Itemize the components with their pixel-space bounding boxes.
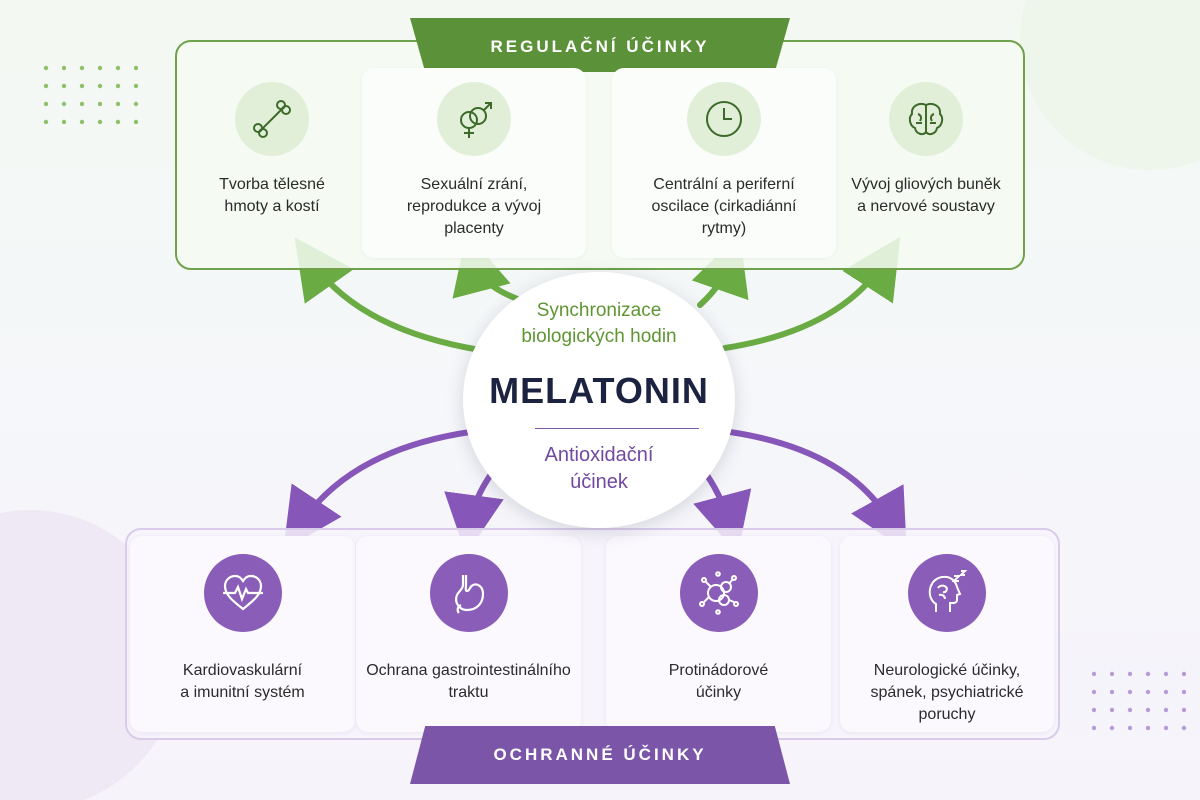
decor-dot [1145,689,1151,695]
card-neurological: Neurologické účinky, spánek, psychiatric… [840,536,1054,732]
decor-dot [1163,707,1169,713]
decor-dot [1109,689,1115,695]
decor-dot [133,65,139,71]
decor-dot [61,119,67,125]
decor-dot [1109,707,1115,713]
card-label: Vývoj gliových buněk a nervové soustavy [851,176,1001,215]
decor-dot [1145,671,1151,677]
decor-dot [43,101,49,107]
heart-pulse-icon [203,554,282,632]
card-antitumor: Protinádorové účinky [606,536,831,732]
arrow-to-brain [722,236,901,351]
brain-icon [889,82,963,156]
decor-dot [1127,689,1133,695]
gender-symbols-icon [437,82,511,156]
decor-dot [97,65,103,71]
decor-dot [115,83,121,89]
dot-grid-purple [1091,671,1187,731]
decor-dot [1091,707,1097,713]
decor-dot [61,101,67,107]
protective-effects-banner: OCHRANNÉ ÚČINKY [410,726,790,784]
decor-dot [1109,671,1115,677]
decor-dot [1145,725,1151,731]
card-circadian-rhythms: Centrální a periferní oscilace (cirkadiá… [612,68,836,258]
card-cardiovascular: Kardiovaskulární a imunitní systém [130,536,355,732]
card-label: Sexuální zrání, reprodukce a vývoj place… [406,176,542,237]
decor-dot [61,65,67,71]
melatonin-center-circle: Synchronizace biologických hodin MELATON… [463,272,735,528]
card-glial-development: Vývoj gliových buněk a nervové soustavy [828,68,1024,258]
decor-dot [1181,689,1187,695]
card-bone-formation: Tvorba tělesné hmoty a kostí [172,68,372,258]
card-label: Kardiovaskulární a imunitní systém [180,662,305,701]
decor-dot [1181,707,1187,713]
card-label: Tvorba tělesné hmoty a kostí [219,176,325,215]
arrow-to-heart [283,429,473,550]
decor-dot [97,119,103,125]
decor-dot [115,65,121,71]
card-label: Protinádorové účinky [668,662,769,701]
decor-dot [97,101,103,107]
arrow-to-bone [294,237,483,353]
decor-dot [79,65,85,71]
decor-dot [1181,671,1187,677]
cells-icon [679,554,758,632]
decor-dot [1127,725,1133,731]
dot-grid-green [43,65,139,125]
decor-dot [115,101,121,107]
card-label: Ochrana gastrointestinálního traktu [366,662,571,701]
card-label: Centrální a periferní oscilace (cirkadiá… [651,176,797,237]
decor-dot [79,119,85,125]
decor-dot [1181,725,1187,731]
bone-icon [235,82,309,156]
decor-dot [1127,707,1133,713]
regulatory-effects-box [175,40,1025,270]
synchronization-text: Synchronizace biologických hodin [521,300,677,347]
sleeping-head-icon [908,554,986,632]
decor-dot [1145,707,1151,713]
decor-dot [133,119,139,125]
decor-dot [133,101,139,107]
decor-dot [43,83,49,89]
decor-dot [79,101,85,107]
decor-dot [133,83,139,89]
decor-dot [79,83,85,89]
decor-dot [1163,671,1169,677]
decor-dot [115,119,121,125]
antioxidant-text: Antioxidační účinek [544,444,654,493]
arrow-to-head [727,429,907,552]
decor-dot [1091,725,1097,731]
center-divider [535,428,699,429]
regulatory-effects-banner: REGULAČNÍ ÚČINKY [410,18,790,72]
card-label: Neurologické účinky, spánek, psychiatric… [870,662,1024,723]
decor-dot [97,83,103,89]
decor-dot [1127,671,1133,677]
decor-dot [43,65,49,71]
decor-dot [43,119,49,125]
decor-dot [1163,725,1169,731]
decor-dot [1091,671,1097,677]
card-sexual-maturation: Sexuální zrání, reprodukce a vývoj place… [362,68,586,258]
card-gastrointestinal: Ochrana gastrointestinálního traktu [356,536,581,732]
decor-dot [61,83,67,89]
stomach-icon [429,554,508,632]
decor-dot [1109,725,1115,731]
corner-blob-top-right [1020,0,1200,170]
melatonin-title: MELATONIN [489,370,709,411]
clock-icon [687,82,761,156]
decor-dot [1163,689,1169,695]
decor-dot [1091,689,1097,695]
